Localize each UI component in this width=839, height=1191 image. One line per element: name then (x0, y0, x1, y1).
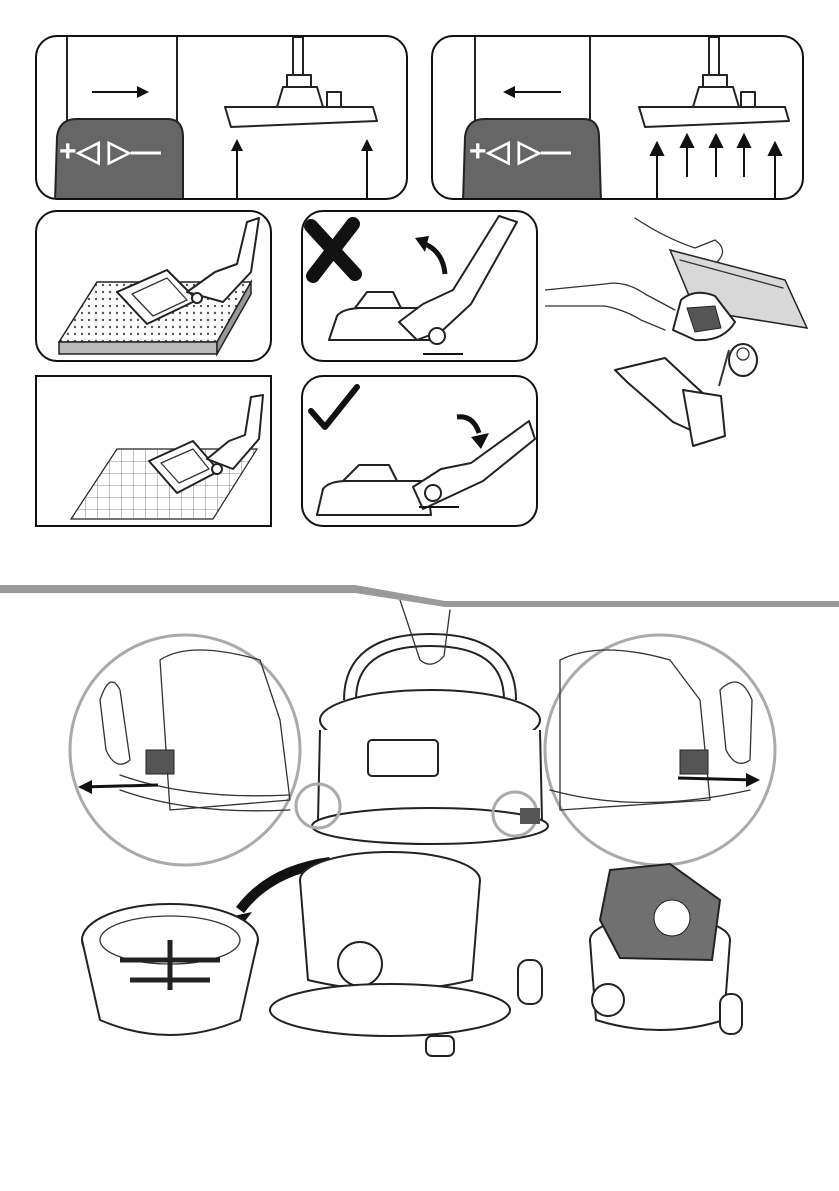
arrow-up-icon (651, 135, 781, 200)
vacuum-drum (270, 852, 542, 1056)
correct-angle-illustration (303, 377, 538, 527)
carpet-use-illustration (37, 212, 272, 362)
magnified-latch-left (70, 635, 300, 865)
panel-carpet-use (35, 210, 272, 362)
bag-replacement-illustration (60, 600, 835, 1070)
arrow-left-icon (503, 86, 561, 98)
slider-label: +◁ ▷— (469, 135, 571, 168)
dust-bag (590, 864, 742, 1034)
floor-nozzle (639, 37, 789, 127)
filter-basket (82, 904, 258, 1035)
panel-correct-angle (301, 375, 538, 527)
panel-hard-floor-use (35, 375, 272, 527)
floor-nozzle (225, 37, 377, 127)
slider-label: +◁ ▷— (59, 135, 161, 168)
cross-icon (311, 224, 355, 276)
carpet-illustration: +◁ ▷— (433, 37, 804, 200)
panel-wrong-angle (301, 210, 538, 362)
panel-nozzle-carpet: +◁ ▷— (431, 35, 804, 200)
arrow-right-icon (92, 86, 149, 98)
hard-floor-use-illustration (37, 377, 272, 527)
check-icon (311, 387, 357, 427)
panel-nozzle-hard-floor: +◁ ▷— (35, 35, 408, 200)
arrow-rotate-up-icon (415, 236, 445, 274)
accessories-illustration (545, 210, 835, 460)
arrow-up-icon (231, 139, 373, 200)
vacuum-top-unit (296, 600, 548, 844)
magnified-latch-right (545, 635, 775, 865)
wrong-angle-illustration (303, 212, 538, 362)
arrow-rotate-down-icon (457, 417, 489, 449)
hard-floor-illustration: +◁ ▷— (37, 37, 408, 200)
